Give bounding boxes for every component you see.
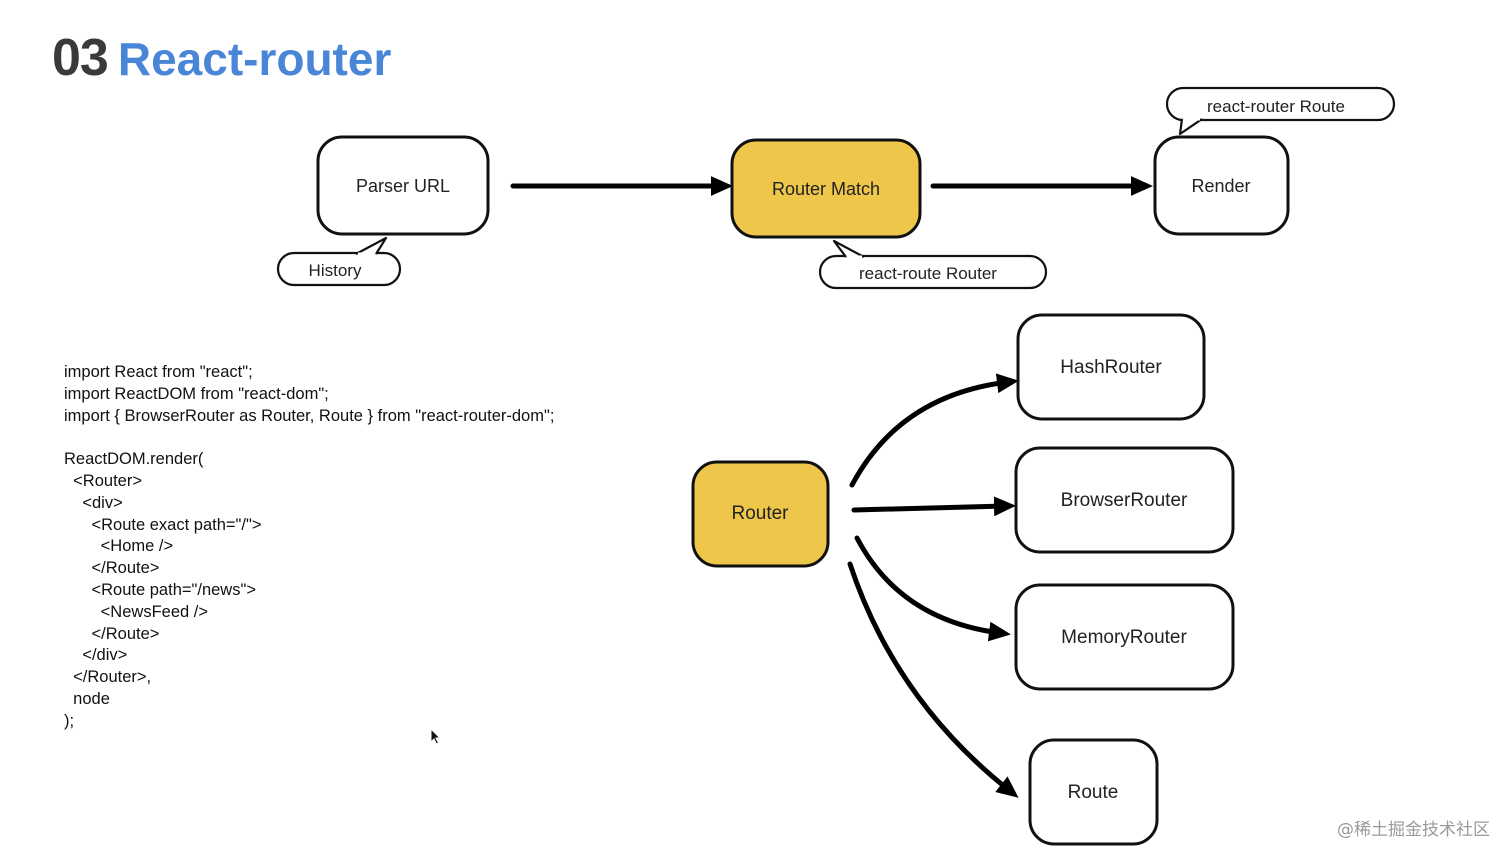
code-line: import React from "react"; [64, 363, 253, 381]
code-line: </Route> [64, 559, 160, 578]
code-line: </div> [64, 646, 128, 665]
arrow-router-to-route [847, 561, 1019, 798]
code-line: import { BrowserRouter as Router, Route … [64, 406, 555, 425]
memoryrouter-node: MemoryRouter [1014, 583, 1235, 691]
code-line: <Route exact path="/"> [64, 515, 262, 534]
react-router-route-label: react-router Route [1207, 97, 1345, 116]
route-label: Route [1068, 782, 1119, 803]
router-node: Router [691, 460, 830, 568]
slide-title: 03 React-router [52, 28, 391, 88]
title-number: 03 [52, 29, 109, 87]
code-line: ); [64, 711, 75, 730]
code-line: <Route path="/news"> [64, 580, 256, 599]
router-label: Router [731, 503, 789, 524]
parser-url-node: Parser URL [316, 135, 490, 236]
code-line: </Route> [64, 624, 160, 643]
browserrouter-node: BrowserRouter [1014, 446, 1235, 554]
code-line [64, 427, 554, 449]
arrow-router-to-memoryrouter [854, 535, 1011, 642]
arrow-router-to-browserrouter [851, 496, 1016, 517]
code-line: <Home /> [64, 537, 174, 556]
hashrouter-node: HashRouter [1016, 313, 1206, 421]
arrow-router-to-hashrouter [849, 373, 1019, 488]
code-line: <div> [64, 493, 123, 512]
code-line: <NewsFeed /> [64, 602, 208, 621]
code-snippet: import React from "react"; import ReactDO… [64, 362, 554, 733]
react-router-route-bubble: react-router Route [1165, 86, 1396, 136]
code-line: ReactDOM.render( [64, 450, 204, 469]
watermark: @稀土掘金技术社区 [1337, 820, 1490, 840]
code-line: node [64, 689, 110, 708]
react-route-router-bubble: react-route Router [818, 239, 1048, 290]
route-node: Route [1028, 738, 1159, 846]
title-text: React-router [117, 33, 392, 85]
mouse-cursor-icon [430, 727, 442, 751]
render-node: Render [1153, 135, 1290, 236]
code-line: <Router> [64, 471, 142, 490]
history-label: History [309, 261, 362, 280]
react-route-router-label: react-route Router [859, 264, 997, 283]
code-line: import ReactDOM from "react-dom"; [64, 384, 329, 403]
router-match-label: Router Match [772, 179, 880, 199]
hashrouter-label: HashRouter [1060, 357, 1162, 378]
browserrouter-label: BrowserRouter [1061, 490, 1188, 511]
history-bubble: History [276, 236, 402, 287]
code-line: </Router>, [64, 668, 152, 687]
render-label: Render [1191, 176, 1250, 196]
parser-url-label: Parser URL [356, 176, 450, 196]
memoryrouter-label: MemoryRouter [1061, 627, 1187, 648]
router-match-node: Router Match [730, 138, 922, 239]
